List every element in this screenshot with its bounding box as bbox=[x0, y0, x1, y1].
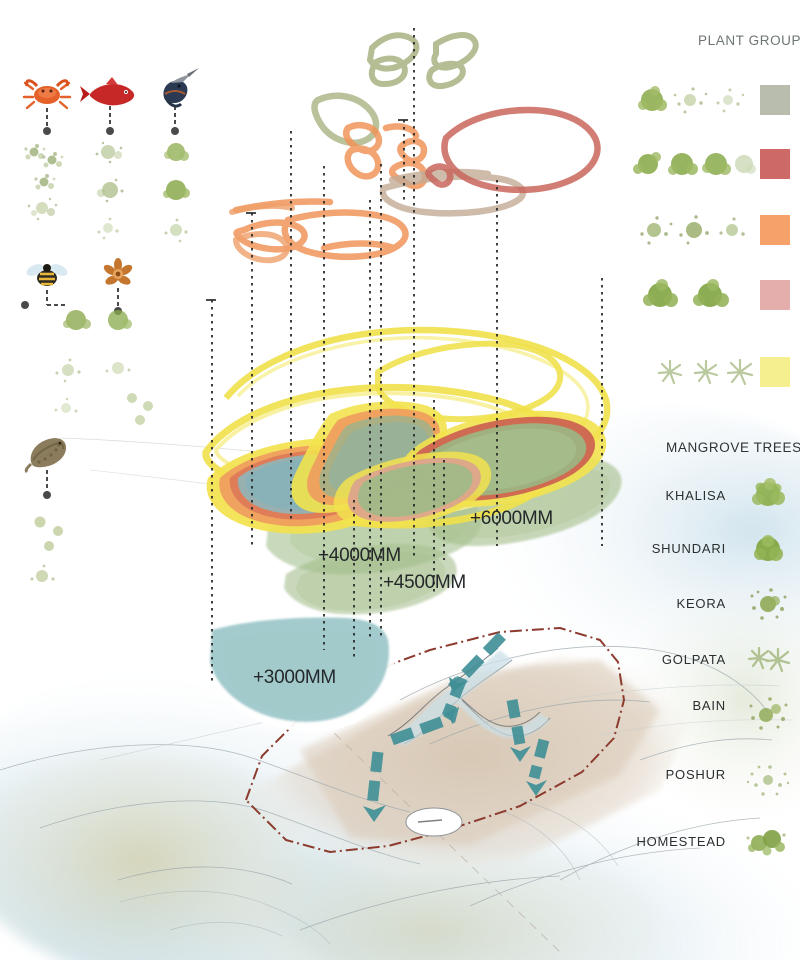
elevation-label-4500: +4500MM bbox=[383, 572, 466, 593]
plant-group-swatch-1 bbox=[760, 85, 790, 115]
plant-group-row-5 bbox=[657, 358, 754, 386]
ribbon-orange-west bbox=[229, 202, 295, 264]
tree-label-khalisa: KHALISA bbox=[665, 488, 726, 503]
kingfisher-icon bbox=[163, 68, 199, 108]
site-marker bbox=[405, 807, 463, 837]
bee-icon bbox=[26, 264, 68, 286]
mangrove-trees-heading: MANGROVE TREES: bbox=[666, 440, 800, 455]
plant-group-swatch-3 bbox=[760, 215, 790, 245]
plant-scatter-column-3 bbox=[163, 143, 190, 243]
plant-group-swatch-5 bbox=[760, 357, 790, 387]
flower-icon bbox=[103, 258, 133, 285]
tree-label-shundari: SHUNDARI bbox=[651, 541, 726, 556]
plant-group-row-2 bbox=[633, 152, 756, 175]
plate-3000mm bbox=[210, 617, 395, 732]
plant-group-swatch-2 bbox=[760, 149, 790, 179]
basin-central bbox=[291, 401, 447, 513]
plant-group-swatch-4 bbox=[760, 280, 790, 310]
plant-group-row-4 bbox=[643, 279, 729, 307]
plant-scatter-column-4 bbox=[54, 310, 91, 413]
elevation-label-6000: +6000MM bbox=[470, 508, 553, 529]
khalisa-glyph bbox=[752, 478, 785, 506]
crab-icon bbox=[22, 79, 72, 110]
plant-groups-heading: PLANT GROUPS: bbox=[698, 33, 800, 48]
flow-arrow-heads bbox=[363, 677, 547, 822]
keora-glyph bbox=[750, 588, 787, 620]
ribbon-olive-top bbox=[366, 32, 479, 90]
elevation-label-4000: +4000MM bbox=[318, 545, 401, 566]
fish-icon bbox=[80, 77, 135, 106]
plant-scatter-column-2 bbox=[95, 141, 124, 240]
ribbon-red bbox=[425, 106, 601, 194]
elevation-label-3000: +3000MM bbox=[253, 667, 336, 688]
poshur-glyph bbox=[746, 765, 790, 796]
crocodile-icon bbox=[24, 438, 67, 474]
plant-scatter-column-5 bbox=[105, 310, 153, 425]
tree-label-bain: BAIN bbox=[692, 698, 726, 713]
plant-scatter-column-1 bbox=[24, 144, 64, 221]
shundari-glyph bbox=[754, 535, 783, 561]
plant-group-row-3 bbox=[640, 215, 745, 245]
tree-label-keora: KEORA bbox=[676, 596, 726, 611]
bain-glyph bbox=[749, 697, 788, 730]
homestead-glyph bbox=[746, 830, 786, 856]
ribbon-olive-mid bbox=[311, 92, 380, 146]
tree-label-homestead: HOMESTEAD bbox=[636, 834, 726, 849]
plant-group-row-1 bbox=[638, 86, 745, 114]
golpata-glyph bbox=[747, 646, 791, 673]
plant-scatter-column-6 bbox=[30, 516, 63, 582]
project-boundary bbox=[245, 627, 625, 853]
tree-label-poshur: POSHUR bbox=[665, 767, 726, 782]
tree-label-golpata: GOLPATA bbox=[661, 652, 726, 667]
